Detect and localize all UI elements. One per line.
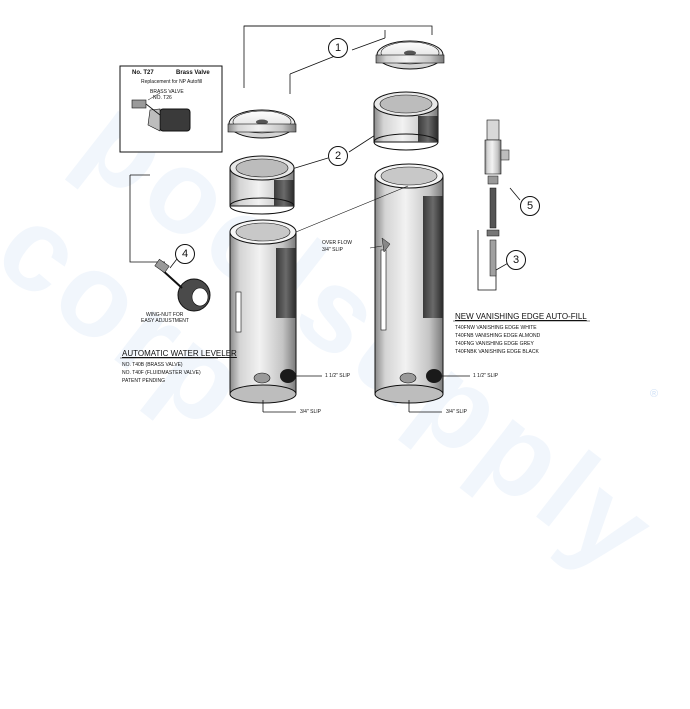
autofill-item-1: T40FNW VANISHING EDGE WHITE (455, 325, 537, 331)
collar-right (373, 91, 439, 151)
inset-part-no: No. T27 (132, 70, 154, 76)
overflow-label-2: 3/4" SLIP (322, 247, 343, 253)
wing-nut-label-2: EASY ADJUSTMENT (141, 318, 189, 324)
callout-1: 1 (328, 38, 348, 58)
autofill-item-3: T40FNG VANISHING EDGE GREY (455, 341, 534, 347)
overflow-label-1: OVER FLOW (322, 240, 353, 246)
exploded-view-drawing (119, 25, 590, 413)
callout-2: 2 (328, 146, 348, 166)
leveler-item-1: NO. T40B (BRASS VALVE) (122, 362, 183, 368)
autofill-item-2: T40FNB VANISHING EDGE ALMOND (455, 333, 541, 339)
wing-nut-label-1: WING-NUT FOR (146, 312, 184, 318)
slip-label-right: 1 1/2" SLIP (473, 373, 499, 379)
slip-label-left: 1 1/2" SLIP (325, 373, 351, 379)
leveler-item-3: PATENT PENDING (122, 378, 166, 384)
inset-subtitle: Replacement for NP Autofill (141, 79, 203, 85)
bottom-slip-right: 3/4" SLIP (446, 409, 467, 415)
bottom-slip-left: 3/4" SLIP (300, 409, 321, 415)
registered-mark: ® (650, 388, 659, 400)
callout-5: 5 (520, 196, 540, 216)
callout-4: 4 (175, 244, 195, 264)
inset-valve-label-1: BRASS VALVE (150, 89, 184, 95)
inset-part-name: Brass Valve (176, 70, 210, 76)
leveler-title: AUTOMATIC WATER LEVELER (122, 349, 237, 358)
wing-nut-valve (154, 258, 211, 312)
lid-right (375, 40, 445, 70)
autofill-body (295, 163, 470, 413)
autofill-item-4: T40FNBK VANISHING EDGE BLACK (455, 349, 539, 355)
fill-valve-assembly (484, 119, 510, 277)
autofill-title: NEW VANISHING EDGE AUTO-FILL (455, 312, 587, 321)
leveler-body (229, 219, 322, 413)
label-rules (120, 320, 590, 359)
inset-valve-label-2: NO. T26 (153, 95, 172, 101)
lid-left (227, 109, 297, 139)
callout-3: 3 (506, 250, 526, 270)
leveler-item-2: NO. T40F (FLUIDMASTER VALVE) (122, 370, 201, 376)
diagram-stage: poolsupply corp ® (0, 25, 682, 600)
collar-left (229, 155, 295, 215)
inset-box (119, 65, 223, 153)
